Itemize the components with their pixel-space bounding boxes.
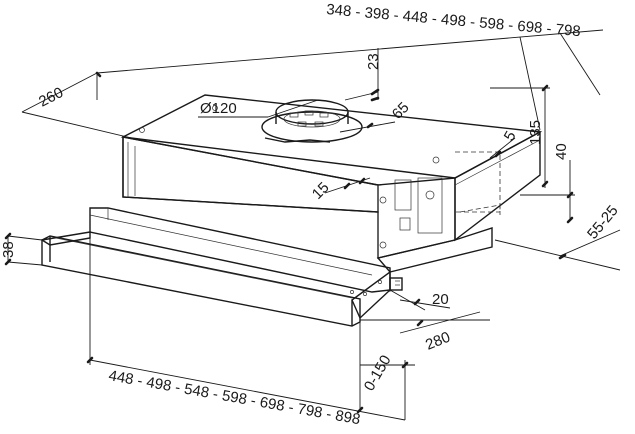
label-panel-widths: 448 - 498 - 548 - 598 - 698 - 798 - 898 [107,367,361,428]
dashed-cutout [455,151,501,215]
label-offset-5: 5 [501,128,520,144]
dimension-lines [4,29,621,421]
label-depth-280: 280 [423,329,453,354]
label-duct-diameter: Ø120 [200,100,237,117]
label-offset-65: 65 [389,99,413,123]
label-hood-widths: 348 - 398 - 448 - 498 - 598 - 698 - 798 [326,1,582,40]
label-front-20: 20 [432,291,449,308]
label-side-15: 15 [309,179,333,203]
label-offset-23: 23 [365,53,382,70]
duct-collar [261,99,363,143]
front-visor [40,231,391,327]
label-height-40: 40 [553,143,570,160]
label-front-38: 38 [0,241,17,258]
label-extension: 0-150 [361,352,395,394]
label-depth-260: 260 [36,84,66,111]
slide-out-frame [89,207,493,293]
label-side-clearance: 55-25 [584,202,622,242]
label-height-135: 135 [527,120,544,145]
hood-body [120,94,543,259]
